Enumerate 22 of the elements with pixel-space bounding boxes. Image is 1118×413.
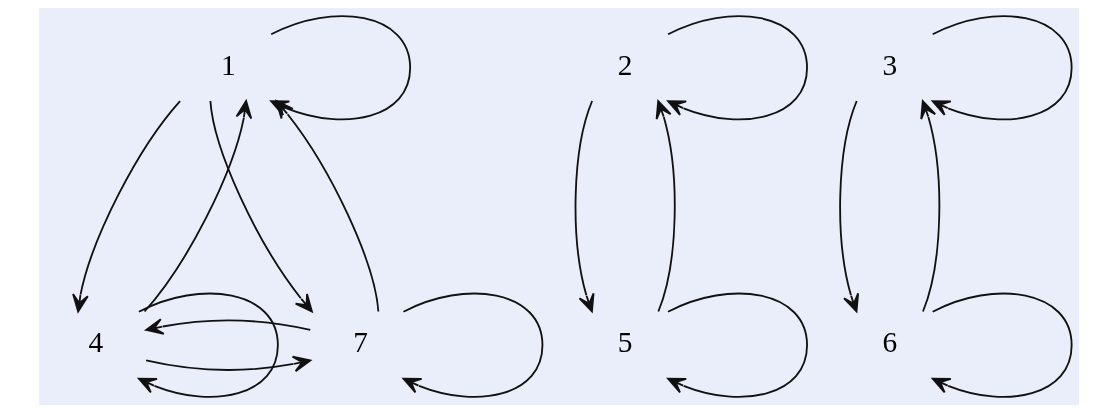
node-text: 3	[882, 48, 898, 81]
arrow	[275, 100, 380, 313]
arrow	[931, 292, 1073, 398]
arrow	[143, 100, 253, 313]
arrow	[931, 15, 1073, 121]
arrow	[667, 292, 808, 398]
node-text: 7	[353, 326, 368, 359]
node-text: 6	[882, 326, 898, 359]
arrow	[137, 292, 279, 398]
node-text: 5	[617, 326, 633, 359]
arrow	[145, 355, 312, 373]
arrow	[655, 100, 676, 313]
arrow	[839, 100, 860, 313]
node-text: 4	[88, 326, 104, 359]
arrow	[72, 100, 181, 313]
arrow	[574, 100, 595, 313]
node-text: 2	[617, 48, 633, 81]
arrow	[920, 100, 941, 313]
arrow	[145, 318, 312, 335]
arrow	[402, 292, 544, 398]
node-text: 1	[220, 48, 236, 81]
arrow	[667, 15, 808, 121]
